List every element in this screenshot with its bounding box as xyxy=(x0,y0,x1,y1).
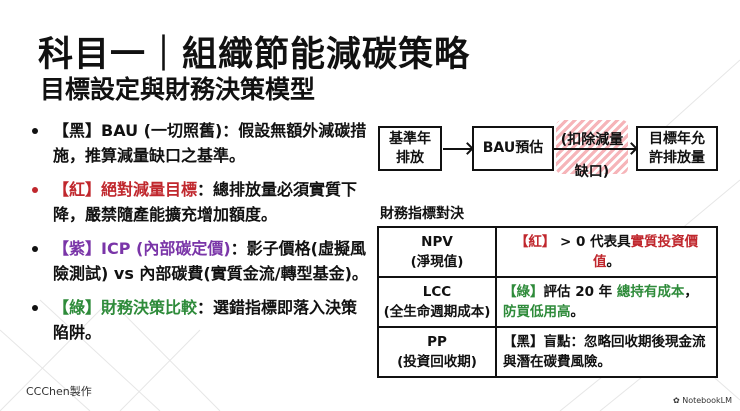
metric-abbr: LCC xyxy=(422,284,452,300)
text: ， xyxy=(684,284,698,300)
flow-step-target: 目標年允許排放量 xyxy=(636,126,718,171)
notebooklm-watermark: ✿ NotebookLM xyxy=(673,396,732,405)
text: 。 xyxy=(570,304,585,320)
text: > 0 代表具 xyxy=(555,234,631,250)
metric-desc: 【綠】評估 20 年 總持有成本， 防買低用高。 xyxy=(495,276,718,328)
bullet-head: BAU (一切照舊) xyxy=(101,121,223,140)
bullet-body: ：選錯指標即落入決策陷阱。 xyxy=(53,298,358,342)
highlight: 實質投資價值 xyxy=(593,234,699,270)
bullet-icp: 【紫】ICP (內部碳定價)：影子價格(虛擬風險測試) vs 內部碳費(實質金流… xyxy=(28,236,368,286)
tag: 【紫】 xyxy=(53,239,102,258)
metric-name: LCC (全生命週期成本) xyxy=(377,276,497,328)
text: 評估 20 年 xyxy=(543,284,617,300)
tag: 【黑】 xyxy=(503,334,544,350)
flow-step-baseline: 基準年排放 xyxy=(378,126,442,171)
flow-gap-label: (扣除減量缺口) xyxy=(560,132,624,180)
table-title: 財務指標對決 xyxy=(380,206,464,222)
bullet-body: ：假設無額外減碳措施，推算減量缺口之基準。 xyxy=(53,121,367,165)
watermark-text: NotebookLM xyxy=(682,396,732,405)
metric-desc: 【黑】盲點：忽略回收期後現金流與潛在碳費風險。 xyxy=(495,326,718,378)
metric-full: (淨現值) xyxy=(410,254,464,270)
page-title: 科目一｜組織節能減碳策略 xyxy=(38,35,471,75)
bullet-body: ：總排放量必須實質下降，嚴禁隨產能擴充增加額度。 xyxy=(53,180,358,224)
tag: 【紅】 xyxy=(514,234,556,250)
footer-credit: CCChen製作 xyxy=(26,385,92,398)
page-subtitle: 目標設定與財務決策模型 xyxy=(40,75,316,104)
arrow-icon xyxy=(443,148,471,150)
metric-name: PP (投資回收期) xyxy=(377,326,497,378)
metric-name: NPV (淨現值) xyxy=(377,226,497,278)
bullet-absolute-target: 【紅】絕對減量目標：總排放量必須實質下降，嚴禁隨產能擴充增加額度。 xyxy=(28,177,368,227)
table-row: PP (投資回收期) 【黑】盲點：忽略回收期後現金流與潛在碳費風險。 xyxy=(377,326,718,378)
bullet-body: ：影子價格(虛擬風險測試) vs 內部碳費(實質金流/轉型基金)。 xyxy=(53,239,368,283)
bullet-head: ICP (內部碳定價) xyxy=(101,239,231,258)
table-row: NPV (淨現值) 【紅】 > 0 代表具實質投資價值。 xyxy=(377,226,718,278)
metric-full: (全生命週期成本) xyxy=(383,304,491,320)
highlight-scribble xyxy=(556,120,628,174)
table-row: LCC (全生命週期成本) 【綠】評估 20 年 總持有成本， 防買低用高。 xyxy=(377,276,718,328)
flow-step-bau: BAU預估 xyxy=(472,126,554,171)
bullet-bau: 【黑】BAU (一切照舊)：假設無額外減碳措施，推算減量缺口之基準。 xyxy=(28,118,368,168)
text: 。 xyxy=(606,254,621,270)
bullet-finance: 【綠】財務決策比較：選錯指標即落入決策陷阱。 xyxy=(28,295,368,345)
tag: 【黑】 xyxy=(53,121,102,140)
notebooklm-icon: ✿ xyxy=(672,396,683,405)
bullet-head: 財務決策比較 xyxy=(101,298,198,317)
metric-desc: 【紅】 > 0 代表具實質投資價值。 xyxy=(495,226,718,278)
metric-abbr: NPV xyxy=(421,234,453,250)
tag: 【紅】 xyxy=(53,180,102,199)
text: 盲點：忽略回收期後現金流與潛在碳費風險。 xyxy=(503,334,706,370)
metric-full: (投資回收期) xyxy=(397,354,477,370)
highlight: 防買低用高 xyxy=(503,304,571,320)
bullet-list: 【黑】BAU (一切照舊)：假設無額外減碳措施，推算減量缺口之基準。 【紅】絕對… xyxy=(28,118,368,354)
metrics-table: NPV(淨現值) 【紅】 > 0 代表具實質投資價值。 LCC(全生命週期成本)… xyxy=(377,226,718,378)
metric-abbr: PP xyxy=(427,334,447,350)
highlight: 總持有成本 xyxy=(616,284,685,300)
tag: 【綠】 xyxy=(503,284,544,300)
tag: 【綠】 xyxy=(53,298,102,317)
arrow-icon xyxy=(554,148,635,150)
bullet-head: 絕對減量目標 xyxy=(101,180,198,199)
